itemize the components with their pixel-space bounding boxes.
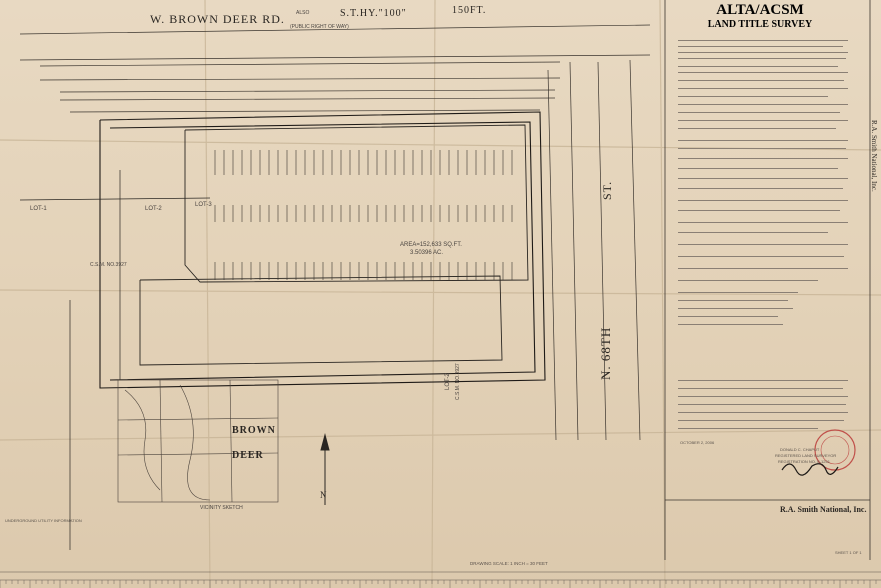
vicinity-brown: BROWN [232,425,276,436]
road-north-hwy: S.T.HY."100" [340,8,407,19]
surveyor-role: REGISTERED LAND SURVEYOR [775,453,837,458]
road-east-st: ST. [600,180,614,200]
lot-2-label: LOT-2 [145,206,162,212]
area-label: AREA=152,633 SQ.FT. [400,242,462,248]
vicinity-label: VICINITY SKETCH [200,505,243,511]
lot-east-label: LOT-2 [445,373,451,390]
road-north-name: W. BROWN DEER RD. [150,12,285,26]
firm-name: R.A. Smith National, Inc. [780,505,867,514]
surveyor-name: DONALD C. CHAPUT [780,447,820,452]
road-north-also: ALSO [296,10,310,16]
surveyor-seal [814,429,856,471]
title-block: ALTA/ACSM LAND TITLE SURVEY [660,0,881,588]
signature [781,463,839,476]
date-label: OCTOBER 2, 2006 [680,440,715,445]
north-arrow-label: N [320,490,328,500]
vicinity-deer: DEER [232,450,264,461]
survey-title: ALTA/ACSM [716,2,804,18]
road-east-name: N. 68TH [598,326,613,380]
utility-legend-title: UNDERGROUND UTILITY INFORMATION [5,518,82,523]
lot-1-label: LOT-1 [30,206,47,212]
row-label: (PUBLIC RIGHT OF WAY) [290,24,349,30]
csm-east-label: C.S.M. NO.3927 [455,363,461,400]
surveyor-registration: REGISTRATION NO. S-1251 [778,459,830,464]
drawing-scale: DRAWING SCALE: 1 INCH = 30 FEET [470,561,548,566]
area-acres: 3.50396 AC. [410,250,444,256]
csm-west-label: C.S.M. NO.3927 [90,262,127,268]
road-north-width: 150FT. [452,5,487,16]
lot-3-label: LOT-3 [195,202,212,208]
sheet-label: SHEET 1 OF 1 [835,550,862,555]
survey-subtitle: LAND TITLE SURVEY [707,19,813,30]
vertical-firm-name: R.A. Smith National, Inc. [870,120,878,192]
